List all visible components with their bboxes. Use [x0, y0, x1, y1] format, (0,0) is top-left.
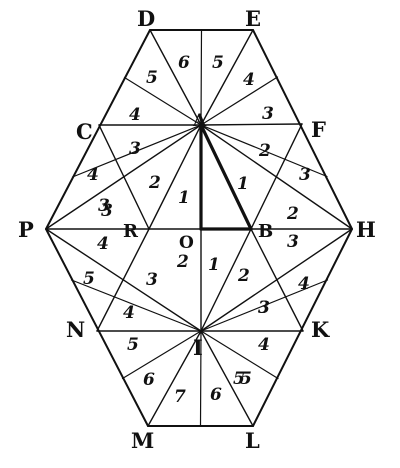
point-label-P: P — [18, 217, 34, 242]
point-label-O: O — [179, 233, 194, 253]
ray-line — [200, 76, 279, 126]
ray-line — [71, 124, 202, 178]
region-number: 5 — [83, 269, 95, 289]
point-label-A: A — [192, 111, 207, 131]
region-number: 5 — [212, 53, 224, 73]
region-number: 2 — [176, 252, 189, 272]
construction-line — [147, 330, 202, 427]
hexagon-edge — [45, 29, 151, 230]
bold-triangle-A-O-B — [199, 123, 253, 231]
construction-lines — [45, 29, 353, 427]
region-number: 1 — [237, 174, 249, 194]
region-number: 6 — [210, 385, 222, 405]
region-number: 3 — [101, 201, 113, 221]
construction-line — [149, 29, 202, 126]
point-label-E: E — [245, 6, 261, 31]
ray-line — [200, 279, 329, 332]
ray-line — [200, 29, 203, 126]
region-number: 3 — [299, 165, 311, 185]
hexagon-edge — [252, 29, 353, 230]
construction-line — [148, 124, 202, 230]
point-label-H: H — [356, 217, 376, 242]
construction-line — [250, 123, 303, 230]
region-number: 5 — [240, 369, 252, 389]
point-label-R: R — [123, 221, 139, 242]
hexagon-edge — [45, 228, 149, 427]
region-number: 5 — [233, 369, 245, 389]
region-number: 1 — [178, 188, 190, 208]
construction-line — [96, 228, 150, 332]
region-number: 2 — [258, 141, 271, 161]
construction-line — [250, 228, 304, 332]
region-number: 4 — [129, 105, 141, 125]
hexagon-edge — [252, 228, 353, 427]
region-number: 5 — [146, 68, 158, 88]
point-label-M: M — [131, 428, 154, 453]
point-label-F: F — [311, 117, 326, 142]
region-number: 6 — [143, 370, 155, 390]
region-number: 4 — [97, 234, 109, 254]
ray-line — [121, 330, 202, 380]
construction-line — [200, 123, 303, 126]
point-label-I: I — [193, 335, 203, 360]
ray-line — [123, 76, 202, 126]
region-number: 3 — [258, 298, 270, 318]
construction-line — [98, 124, 150, 230]
region-number: 2 — [148, 173, 161, 193]
ray-line — [70, 279, 202, 332]
point-label-N: N — [66, 317, 85, 342]
point-label-D: D — [137, 6, 155, 31]
construction-line — [200, 330, 254, 427]
region-number: 4 — [123, 303, 135, 323]
region-number: 3 — [146, 270, 158, 290]
region-number: 1 — [208, 255, 220, 275]
construction-line — [200, 29, 254, 126]
region-number: 6 — [178, 53, 190, 73]
region-number: 3 — [129, 139, 141, 159]
region-number: 3 — [98, 196, 110, 216]
bold-edge-AB — [199, 123, 253, 231]
region-number: 4 — [258, 335, 270, 355]
region-number: 4 — [298, 274, 310, 294]
ray-line — [199, 330, 202, 427]
point-label-C: C — [76, 119, 93, 144]
construction-line — [200, 228, 252, 332]
point-label-K: K — [311, 317, 330, 342]
region-number: 3 — [258, 298, 270, 318]
region-number: 3 — [287, 232, 299, 252]
region-number: 4 — [87, 165, 99, 185]
region-number: 4 — [243, 70, 255, 90]
region-number: 2 — [237, 266, 250, 286]
region-number: 5 — [127, 335, 139, 355]
region-number: 2 — [286, 204, 299, 224]
ray-line — [200, 124, 328, 178]
point-label-B: B — [258, 221, 273, 242]
point-label-L: L — [245, 428, 260, 453]
region-number: 3 — [262, 104, 274, 124]
ray-line — [200, 330, 279, 380]
region-number: 7 — [174, 387, 186, 407]
